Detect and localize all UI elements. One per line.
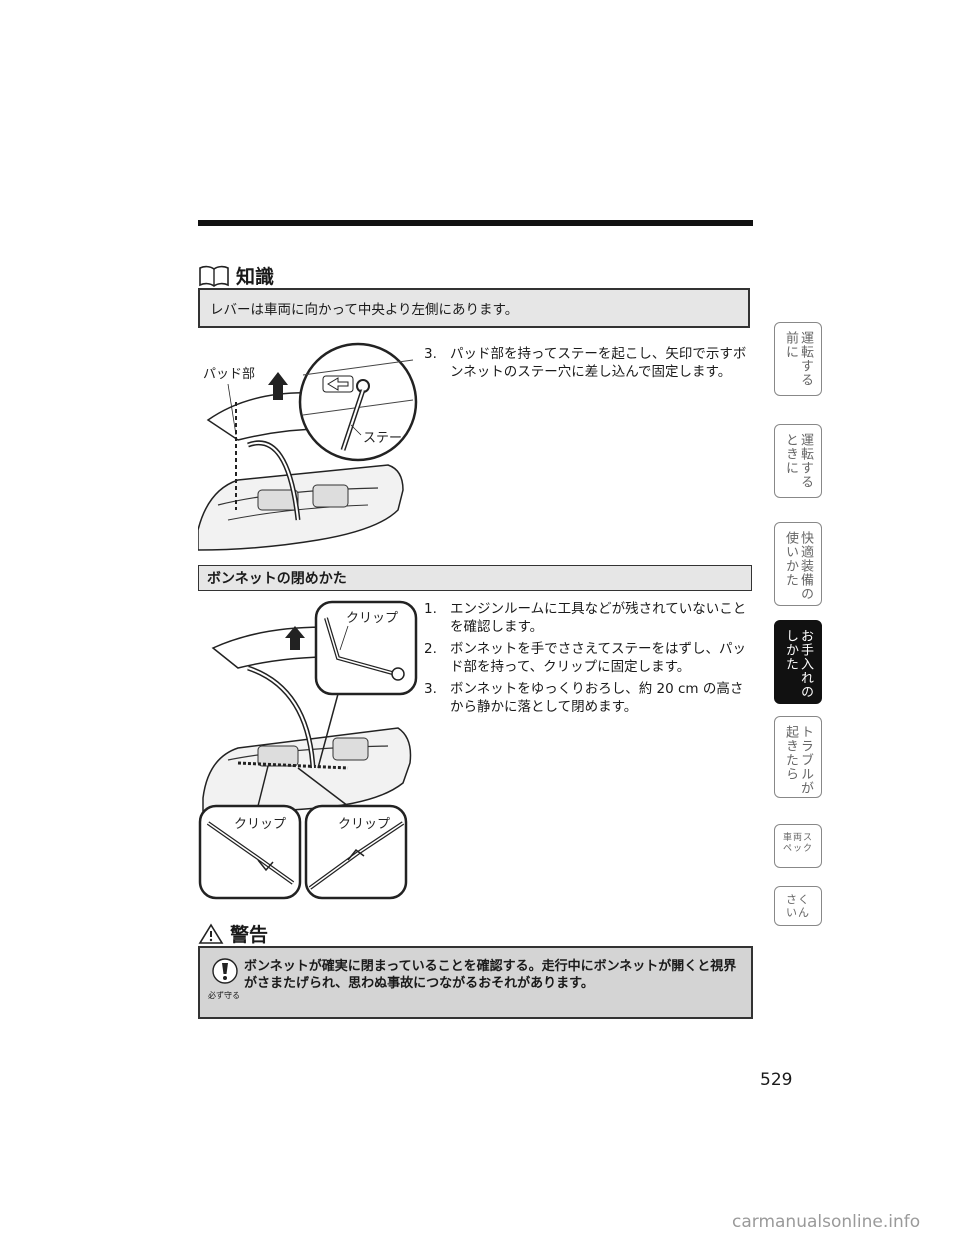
- top-rule: [198, 220, 753, 226]
- must-follow-icon: [212, 958, 238, 984]
- book-icon: [199, 265, 229, 287]
- knowledge-heading: 知識: [198, 262, 274, 289]
- figure-open-bonnet: パッド部 ステー: [198, 342, 418, 551]
- tab-before-driving[interactable]: 運転する前に: [774, 322, 822, 396]
- label-clip-left: クリップ: [234, 817, 286, 832]
- warning-box: 必ず守る ボンネットが確実に閉まっていることを確認する。走行中にボンネットが開く…: [198, 946, 753, 1019]
- open-step-3: 3. パッド部を持ってステーを起こし、矢印で示すボンネットのステー穴に差し込んで…: [424, 346, 747, 380]
- closing-steps: 1. エンジンルームに工具などが残されていないことを確認します。 2. ボンネッ…: [424, 600, 750, 716]
- label-pad: パッド部: [203, 367, 255, 382]
- watermark: carmanualsonline.info: [732, 1212, 921, 1232]
- warning-triangle-icon: [198, 922, 224, 944]
- warning-title: 警告: [230, 924, 269, 946]
- tab-trouble[interactable]: トラブルが起きたら: [774, 716, 822, 798]
- tab-index[interactable]: さくいん: [774, 886, 822, 926]
- label-clip-top: クリップ: [346, 611, 398, 626]
- tab-while-driving[interactable]: 運転するときに: [774, 424, 822, 498]
- warning-text: ボンネットが確実に閉まっていることを確認する。走行中にボンネットが開くと視界がさ…: [244, 959, 737, 991]
- warning-heading: 警告: [198, 920, 268, 947]
- closing-step-2: 2. ボンネットを手でささえてステーをはずし、パッド部を持って、クリップに固定し…: [424, 641, 747, 675]
- closing-step-3: 3. ボンネットをゆっくりおろし、約 20 cm の高さから静かに落として閉めま…: [424, 681, 744, 715]
- closing-heading-text: ボンネットの閉めかた: [207, 571, 347, 587]
- must-follow-label: 必ず守る: [208, 991, 240, 1000]
- label-stay: ステー: [363, 431, 402, 446]
- label-clip-right: クリップ: [338, 817, 390, 832]
- figure-close-bonnet: クリップ クリップ クリップ: [198, 600, 418, 900]
- knowledge-title: 知識: [236, 266, 275, 288]
- tab-specs[interactable]: 車両スペック: [774, 824, 822, 868]
- page-number: 529: [760, 1070, 793, 1090]
- open-steps: 3. パッド部を持ってステーを起こし、矢印で示すボンネットのステー穴に差し込んで…: [424, 345, 750, 381]
- knowledge-note-text: レバーは車両に向かって中央より左側にあります。: [210, 302, 519, 318]
- closing-heading: ボンネットの閉めかた: [198, 565, 752, 591]
- tab-maintenance[interactable]: お手入れのしかた: [774, 620, 822, 704]
- closing-step-1: 1. エンジンルームに工具などが残されていないことを確認します。: [424, 601, 747, 635]
- tab-comfort[interactable]: 快適装備の使いかた: [774, 522, 822, 606]
- knowledge-note: レバーは車両に向かって中央より左側にあります。: [198, 288, 750, 328]
